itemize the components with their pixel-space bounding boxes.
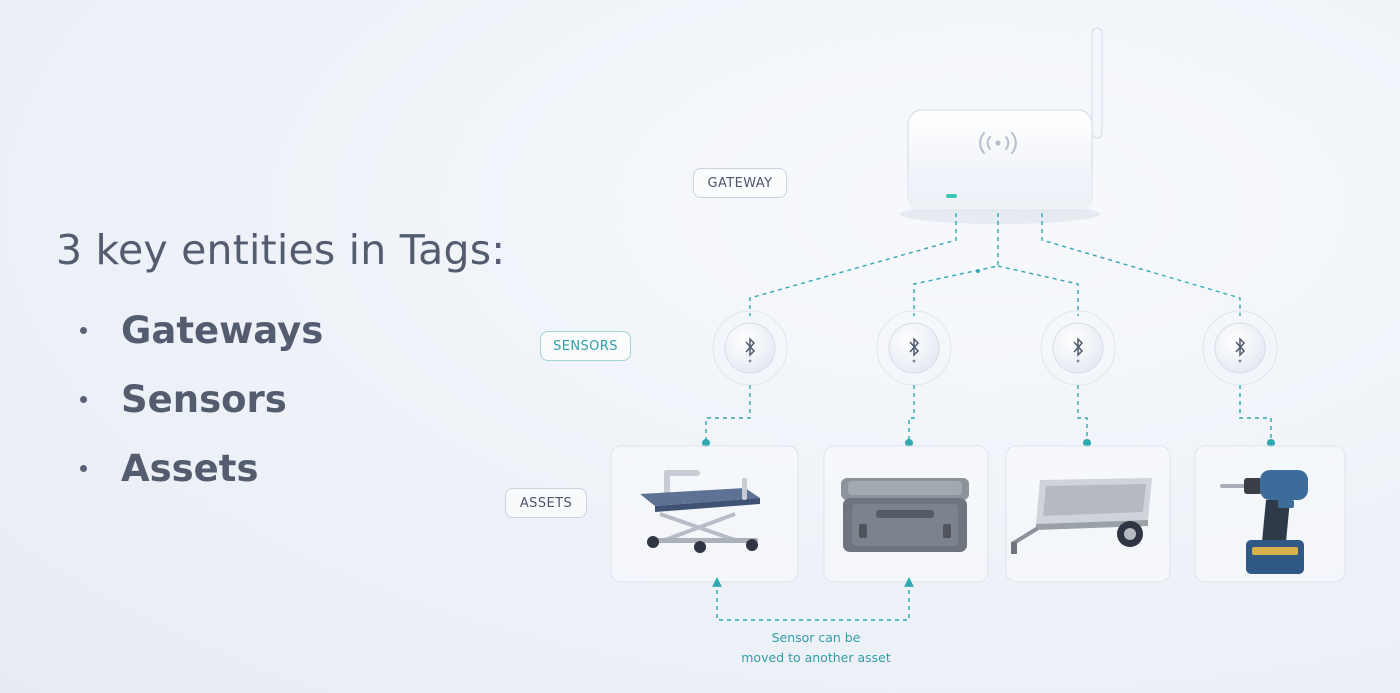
- bullet-dot: [80, 396, 87, 403]
- utility-trailer-icon: [1010, 478, 1152, 554]
- bluetooth-icon: [1073, 337, 1084, 357]
- bullet-dot: [80, 465, 87, 472]
- bluetooth-icon: [745, 337, 756, 357]
- list-item-sensors: Sensors: [121, 378, 287, 421]
- caption-line-1: Sensor can be: [771, 630, 861, 645]
- caption-line-2: moved to another asset: [741, 650, 891, 665]
- stretcher-icon: [640, 470, 760, 553]
- sensor-4: [1202, 310, 1278, 386]
- list-item: Assets: [80, 434, 323, 503]
- gateway-device: [900, 27, 1103, 224]
- gateway-sensor-links: [749, 213, 1241, 316]
- status-led-icon: [946, 194, 957, 198]
- sensors-label: SENSORS: [540, 331, 631, 361]
- list-item-gateways: Gateways: [121, 309, 324, 352]
- assets-label: ASSETS: [505, 488, 587, 518]
- bluetooth-icon: [1235, 337, 1246, 357]
- move-arrow: [712, 577, 914, 621]
- wireless-signal-icon: [979, 132, 1017, 154]
- list-item: Sensors: [80, 365, 323, 434]
- attach-points: [702, 439, 1275, 447]
- move-caption: Sensor can be moved to another asset: [716, 628, 916, 668]
- list-item-assets: Assets: [121, 447, 259, 490]
- sensor-3: [1040, 310, 1116, 386]
- sensor-2: [876, 310, 952, 386]
- list-item: Gateways: [80, 296, 323, 365]
- gateway-label: GATEWAY: [693, 168, 787, 198]
- page-title: 3 key entities in Tags:: [56, 226, 506, 274]
- bluetooth-icon: [909, 337, 920, 357]
- link-node: [976, 269, 980, 273]
- entity-list: Gateways Sensors Assets: [80, 296, 323, 503]
- sensor-1: [712, 310, 788, 386]
- bullet-dot: [80, 327, 87, 334]
- equipment-case-icon: [841, 478, 969, 552]
- sensor-asset-links: [705, 385, 1272, 440]
- power-drill-icon: [1220, 470, 1308, 574]
- asset-cards: [610, 445, 1346, 583]
